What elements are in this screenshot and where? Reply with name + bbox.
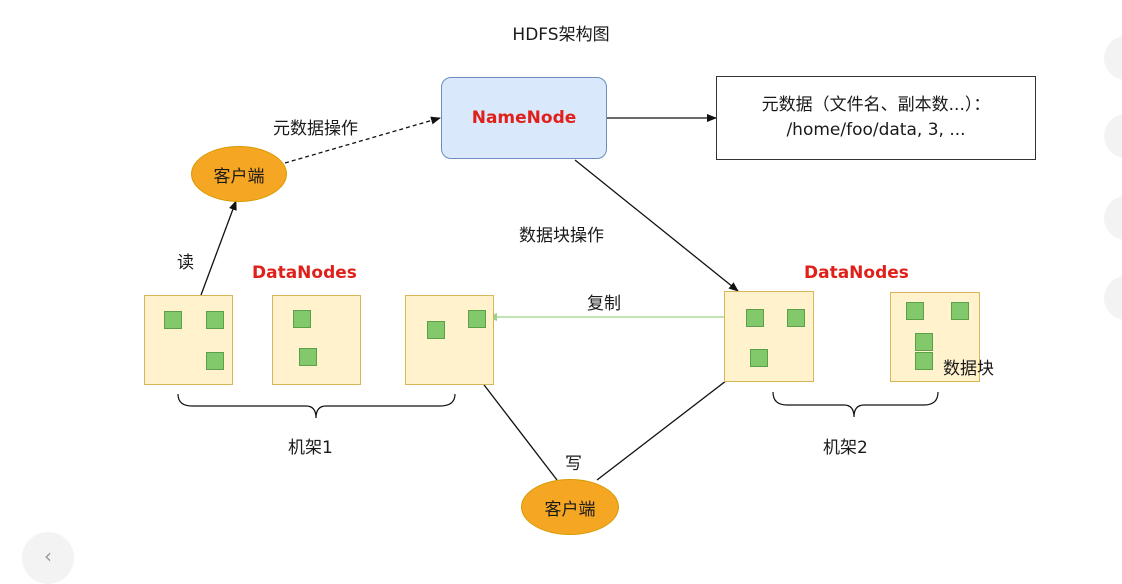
rack2-label: 机架2 [823,438,868,458]
block-ops-arrow [574,159,739,292]
read-client-ellipse: 客户端 [191,146,287,202]
data-block [206,311,224,329]
block-ops-label: 数据块操作 [519,226,604,246]
rack1-brace [177,393,456,419]
rack1-datanodes-label: DataNodes [252,263,357,283]
datanode-rack1-1 [144,295,233,385]
metadata-ops-arrow [284,116,441,164]
metadata-ops-label: 元数据操作 [273,119,358,139]
data-block [299,348,317,366]
data-block [787,309,805,327]
namenode-box: NameNode [441,77,607,159]
metadata-box: 元数据（文件名、副本数...）： /home/foo/data, 3, ... [716,76,1036,160]
data-block [293,310,311,328]
datanode-rack1-2 [272,295,361,385]
rack2-datanodes-label: DataNodes [804,263,909,283]
viewer-side-toolbar [1102,0,1122,567]
datanode-rack1-3 [405,295,494,385]
data-block [906,302,924,320]
replication-label: 复制 [587,294,621,314]
data-block [427,321,445,339]
metadata-line-2: /home/foo/data, 3, ... [786,120,966,140]
data-block-label: 数据块 [943,359,994,379]
data-block [746,309,764,327]
connectors-layer [177,114,939,481]
side-tool-button[interactable] [1104,114,1122,158]
data-block [750,349,768,367]
write-client-ellipse: 客户端 [521,479,619,535]
write-arrow-right [596,363,749,481]
metadata-line-1: 元数据（文件名、副本数...）： [761,95,991,115]
back-chevron-button[interactable]: ‹ [22,532,74,584]
datanode-rack2-2 [890,292,980,382]
diagram-title: HDFS架构图 [512,25,610,45]
write-label: 写 [565,454,582,474]
chevron-left-icon: ‹ [44,544,52,568]
side-tool-button[interactable] [1104,196,1122,240]
rack2-brace [772,391,939,418]
data-block [915,333,933,351]
read-arrow [200,200,237,296]
read-label: 读 [177,253,194,273]
side-tool-button[interactable] [1104,36,1122,80]
datanode-rack2-1 [724,291,814,382]
data-block [468,310,486,328]
data-block [206,352,224,370]
data-block [951,302,969,320]
rack1-label: 机架1 [288,438,333,458]
side-tool-button[interactable] [1104,276,1122,320]
data-block [164,311,182,329]
data-block [915,352,933,370]
